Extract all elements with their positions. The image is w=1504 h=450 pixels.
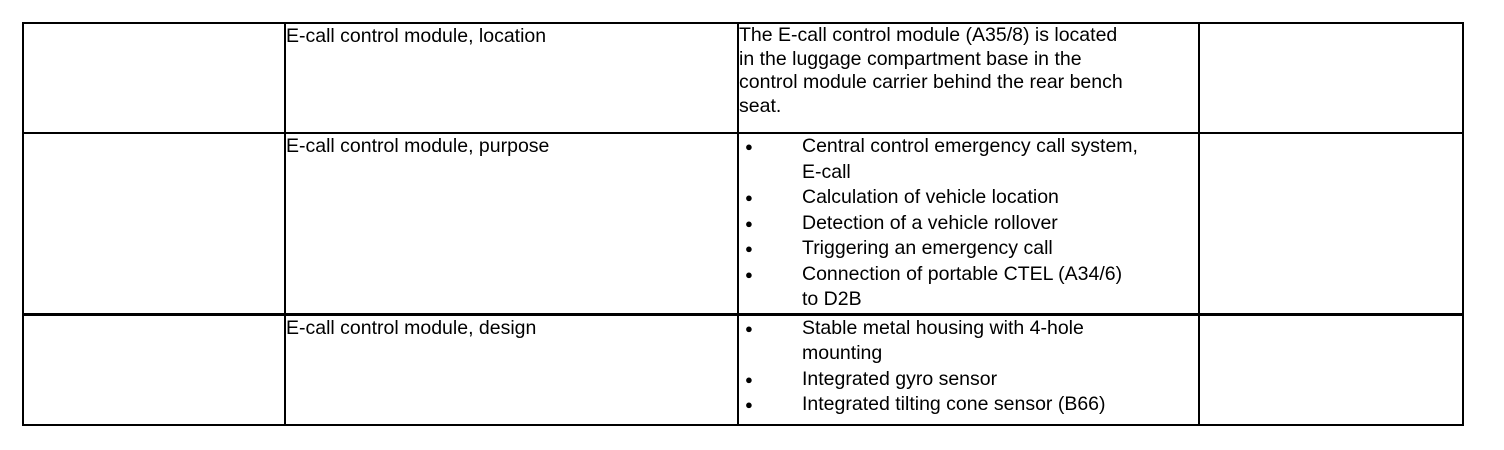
bullet-icon: ● [745,139,753,154]
row-label: E-call control module, location [286,25,547,47]
row-label: E-call control module, purpose [286,135,550,157]
bullet-item: ● Integrated gyro sensor [739,367,1198,393]
bullet-line: Calculation of vehicle location [802,186,1059,208]
row-description-cell: The E-call control module (A35/8) is loc… [737,22,1200,134]
description-line: control module carrier behind the rear b… [739,71,1123,93]
bullet-item: ● Calculation of vehicle location [739,185,1198,211]
empty-cell [1198,22,1464,134]
ecall-module-info-table: E-call control module, location The E-ca… [22,22,1464,426]
bullet-icon: ● [745,266,753,282]
empty-cell [1198,132,1464,315]
bullet-line: mounting [802,342,883,364]
empty-cell [1198,312,1464,426]
bullet-item: ● Central control emergency call system,… [739,134,1198,185]
row-bullets-cell: ● Stable metal housing with 4-hole mount… [737,312,1200,426]
bullet-icon: ● [745,190,753,205]
empty-cell [22,22,286,134]
bullet-line: Integrated tilting cone sensor (B66) [802,393,1106,415]
bullet-icon: ● [745,215,753,231]
row-bullets-cell: ● Central control emergency call system,… [737,132,1200,315]
bullet-item: ● Triggering an emergency call [739,236,1198,262]
bullet-item: ● Detection of a vehicle rollover [739,211,1198,237]
empty-cell [22,132,286,315]
bullet-line: E-call [802,160,851,183]
description-line: in the luggage compartment base in the [739,47,1082,70]
bullet-line: Integrated gyro sensor [802,367,998,390]
table-row-design: E-call control module, design ● Stable m… [22,312,1464,426]
bullet-icon: ● [745,241,753,256]
bullet-icon: ● [745,320,753,336]
row-label: E-call control module, design [286,316,537,339]
bullet-line: to D2B [802,288,862,310]
description-line: The E-call control module (A35/8) is loc… [739,24,1118,46]
bullet-line: Triggering an emergency call [802,237,1053,259]
bullet-item: ● Stable metal housing with 4-hole mount… [739,316,1198,367]
row-label-cell: E-call control module, design [284,312,739,426]
row-label-cell: E-call control module, location [284,22,739,134]
bullet-line: Central control emergency call system, [802,135,1138,157]
document-page: E-call control module, location The E-ca… [22,22,1464,426]
bullet-icon: ● [745,371,753,387]
description-line: seat. [739,94,782,117]
bullet-line: Connection of portable CTEL (A34/6) [802,262,1123,285]
table-row-purpose: E-call control module, purpose ● Central… [22,132,1464,315]
table-row-location: E-call control module, location The E-ca… [22,22,1464,134]
row-label-cell: E-call control module, purpose [284,132,739,315]
bullet-line: Detection of a vehicle rollover [802,211,1058,234]
bullet-line: Stable metal housing with 4-hole [802,316,1084,339]
bullet-item: ● Connection of portable CTEL (A34/6) to… [739,262,1198,313]
bullet-icon: ● [745,397,753,412]
bullet-item: ● Integrated tilting cone sensor (B66) [739,392,1198,418]
empty-cell [22,312,286,426]
